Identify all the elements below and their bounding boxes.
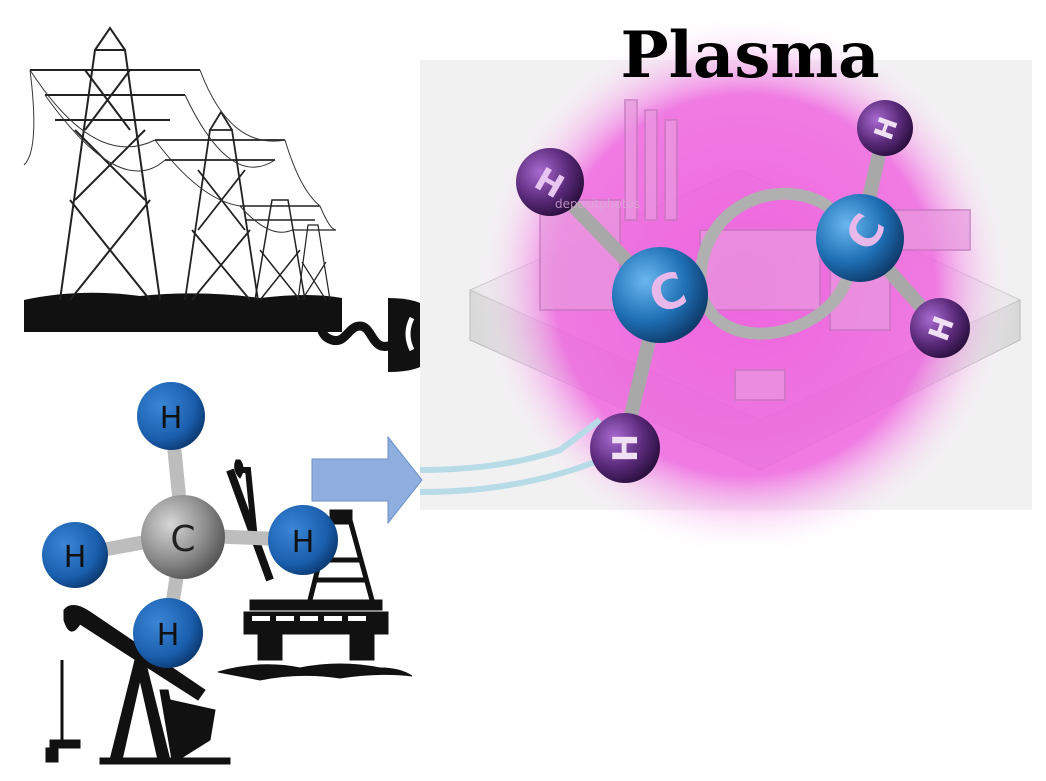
refinery-plasma-illustration xyxy=(419,13,1032,557)
hydrogen-atom xyxy=(910,298,970,358)
plasma-title: Plasma xyxy=(620,18,880,93)
hydrogen-label: H xyxy=(64,540,87,575)
hydrogen-label: H xyxy=(292,525,315,560)
carbon-atom xyxy=(816,194,904,282)
hydrogen-label: H xyxy=(160,401,183,436)
hydrogen-atom xyxy=(590,413,660,483)
ethane-molecule: H H H H C C depositphotos xyxy=(516,100,970,483)
carbon-atom xyxy=(141,495,225,579)
hydrogen-label: H xyxy=(606,434,646,462)
methane-molecule: C H H H H xyxy=(42,382,338,668)
power-lines-illustration xyxy=(23,24,342,332)
hydrogen-atom xyxy=(137,382,205,450)
hydrogen-atom xyxy=(42,522,108,588)
watermark-text: depositphotos xyxy=(555,197,640,211)
process-arrow xyxy=(311,435,423,525)
carbon-label: C xyxy=(170,519,195,560)
hydrogen-label: H xyxy=(157,618,180,653)
hydrogen-atom xyxy=(516,148,584,216)
hydrogen-atom xyxy=(268,505,338,575)
hydrogen-atom xyxy=(133,598,203,668)
oil-pumpjack-icon xyxy=(45,605,231,765)
carbon-atom xyxy=(612,247,708,343)
hydrogen-atom xyxy=(857,100,913,156)
